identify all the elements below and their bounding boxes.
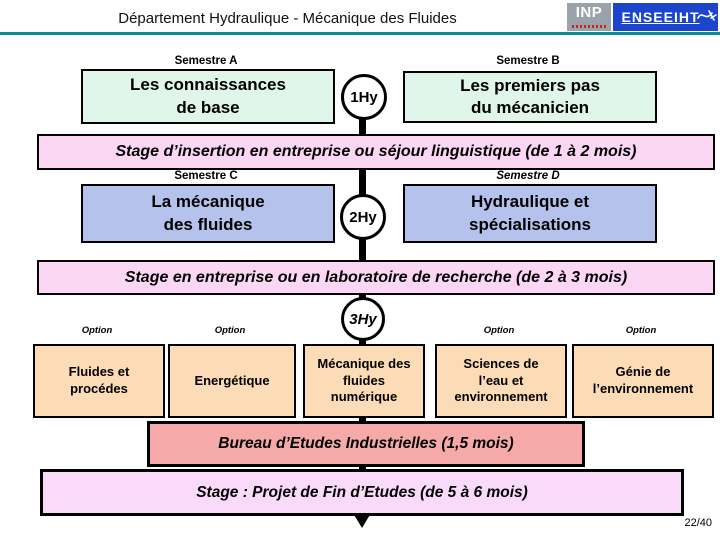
inp-logo-red-mark [572,25,606,28]
semester-d-box: Hydraulique et spécialisations [403,184,657,243]
stage-recherche-banner: Stage en entreprise ou en laboratoire de… [37,260,715,295]
option-label-3: Option [483,325,515,336]
enseeiht-logo: INP ENSEEIHT [567,3,718,31]
semester-c-label: Semestre C [174,170,238,182]
semester-b-box: Les premiers pas du mécanicien [403,71,657,123]
inp-logo-text: INP [575,4,603,21]
option-box-genie-environnement: Génie de l’environnement [572,344,714,418]
option-label-2: Option [214,325,246,336]
milestone-3hy-badge: 3Hy [341,297,385,341]
option-box-energetique: Energétique [168,344,296,418]
stage-insertion-banner: Stage d’insertion en entreprise ou séjou… [37,134,715,170]
option-box-sciences-de-leau: Sciences de l’eau et environnement [435,344,567,418]
semester-d-label: Semestre D [496,170,560,182]
bureau-etudes-banner: Bureau d’Etudes Industrielles (1,5 mois) [147,421,585,467]
semester-b-label: Semestre B [496,55,560,67]
page-number: 22/40 [684,517,712,529]
inp-logo-block: INP [567,3,611,31]
milestone-2hy-badge: 2Hy [340,194,386,240]
option-label-1: Option [81,325,113,336]
option-box-fluides-et-procedes: Fluides et procédes [33,344,165,418]
milestone-1hy-badge: 1Hy [341,74,387,120]
option-label-4: Option [625,325,657,336]
semester-a-label: Semestre A [174,55,238,67]
logo-flourish-icon [697,10,717,21]
option-box-mecanique-des-fluides-numerique: Mécanique des fluides numérique [303,344,425,418]
semester-c-box: La mécanique des fluides [81,184,335,243]
enseeiht-logo-block: ENSEEIHT [613,3,718,31]
header-divider-rule [0,32,720,35]
stage-pfe-banner: Stage : Projet de Fin d’Etudes (de 5 à 6… [40,469,684,516]
enseeiht-logo-text: ENSEEIHT [621,9,700,25]
semester-a-box: Les connaissances de base [81,69,335,124]
page-title: Département Hydraulique - Mécanique des … [118,10,457,27]
